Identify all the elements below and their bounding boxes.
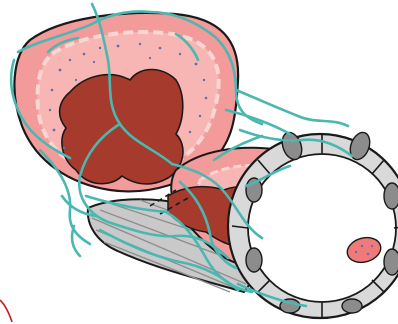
capillary-lumen [248,154,396,302]
